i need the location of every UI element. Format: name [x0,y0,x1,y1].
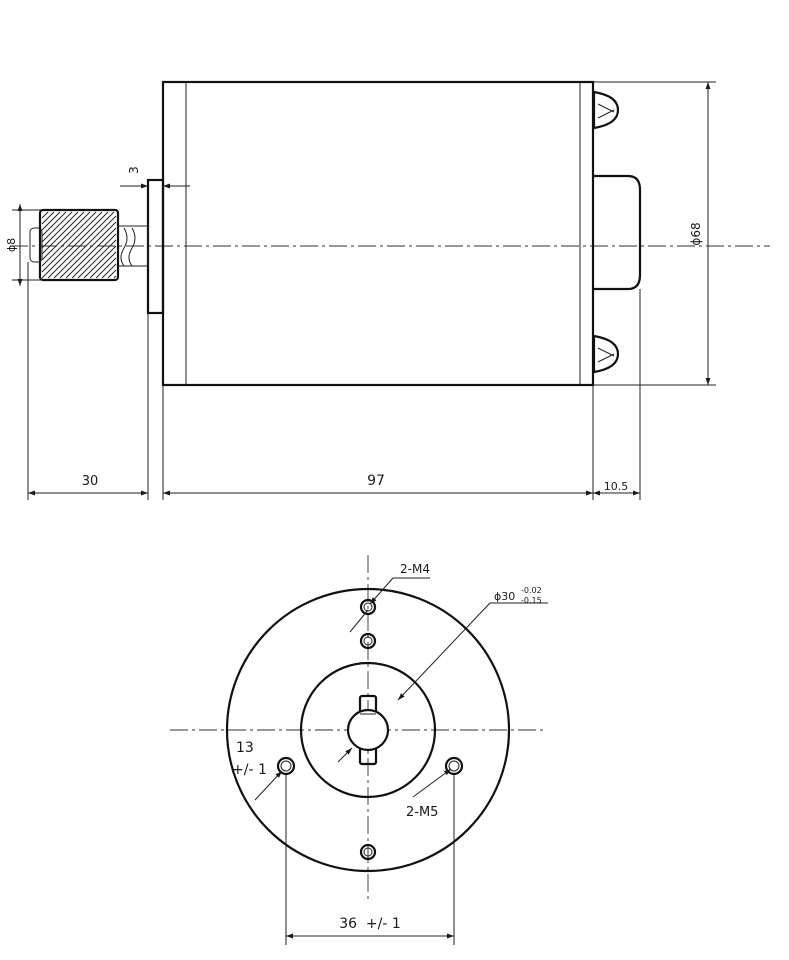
knurl-hatch-line [113,275,117,279]
label-pilot-tol-upper: -0.02 [521,586,542,595]
mount-hole-left [276,756,296,776]
shaft-tip [29,227,43,263]
label-side-holes: 2-M5 [406,805,438,820]
knurl-hatch-line [47,211,115,279]
label-top-holes: 2-M4 [400,562,430,576]
outer-housing-circle [225,587,511,873]
knurl-hatch-line [41,211,49,219]
front-leaders [254,577,548,801]
dim-shaft-length: 30 [82,474,99,489]
hole-spacing-dim [285,775,455,945]
shaft-keyed [346,694,390,766]
knurl-hatch-line [53,215,117,279]
label-hole-spacing: 36 +/- 1 [339,916,401,932]
mount-hole-right [444,756,464,776]
knurled-gear [38,208,120,282]
front-flange [146,178,165,315]
dim-flange-thickness: 3 [127,166,141,174]
knurl-hatch-line [41,211,97,267]
knurl-hatch-line [41,211,67,237]
knurl-hatch-line [107,269,117,279]
knurl-hatch-line [41,211,85,255]
knurl-hatch-line [41,211,55,225]
knurl-hatch-line [41,211,109,279]
dim-rear-length: 10.5 [604,480,629,493]
label-pilot-tol-lower: -0.15 [521,596,542,605]
knurl-hatch-line [77,239,117,279]
rear-boss [593,174,642,291]
knurl-hatch-line [65,227,117,279]
label-hole-offset-value: 13 [236,740,254,756]
rear-screw-bottom [592,334,620,374]
front-view: 2-M4 ϕ30 -0.02 -0.15 2-M5 13 +/- 1 36 +/… [170,555,548,945]
knurl-hatch-line [101,263,117,279]
pilot-circle [299,661,437,799]
side-view: 30 97 10.5 ϕ68 ϕ8 3 [5,80,770,500]
side-dimensions: 30 97 10.5 ϕ68 ϕ8 3 [5,82,711,496]
knurl-hatch-line [83,245,117,279]
motor-body [161,80,595,387]
label-pilot-diameter: ϕ30 [494,590,515,603]
mount-hole-bottom [359,843,377,861]
extension-lines [12,81,716,500]
knurl-hatch-line [41,211,79,249]
knurl-hatch-line [41,211,103,273]
dim-body-diameter: ϕ68 [689,222,703,245]
dim-body-length: 97 [367,473,385,489]
knurl-hatch-line [89,251,117,279]
label-hole-offset-tol: +/- 1 [232,762,267,778]
rear-screw-top [592,90,620,130]
knurl-hatch-line [95,257,117,279]
knurl-hatch-line [71,233,117,279]
mount-hole-top-outer [359,598,377,616]
knurl-hatch-line [41,211,91,261]
mount-hole-top-inner [359,632,377,650]
knurl-hatch-line [41,211,73,243]
knurl-hatch-line [59,221,117,279]
dim-shaft-diameter: ϕ8 [5,238,18,252]
knurl-hatch-line [41,211,61,231]
